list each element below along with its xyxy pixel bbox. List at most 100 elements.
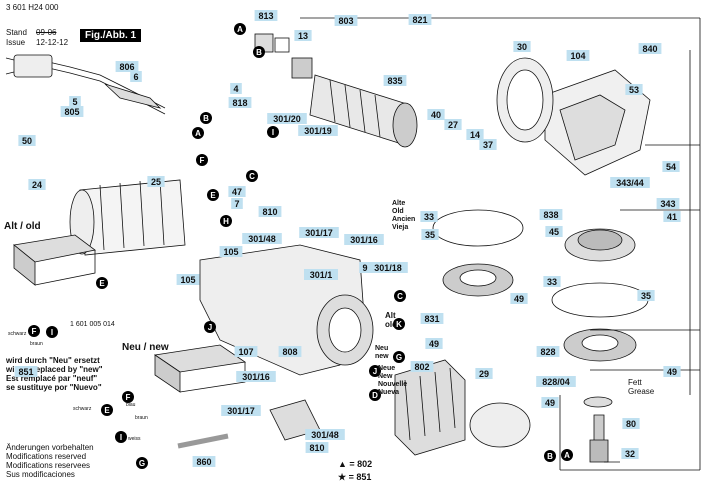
svg-text:5: 5 <box>72 97 77 107</box>
svg-text:C: C <box>397 292 403 301</box>
part-label-49a: 49 <box>510 293 528 304</box>
part-label-301-20: 301/20 <box>267 113 307 124</box>
svg-text:301/16: 301/16 <box>350 235 378 245</box>
alt-old-heading: Alt / old <box>4 221 41 232</box>
svg-text:835: 835 <box>387 76 402 86</box>
part-label-301-48a: 301/48 <box>242 233 282 244</box>
svg-text:301/48: 301/48 <box>248 234 276 244</box>
part-label-813: 813 <box>254 10 278 21</box>
svg-text:301/18: 301/18 <box>374 263 402 273</box>
svg-text:828: 828 <box>540 347 555 357</box>
legend-triangle: ▲ = 802 <box>338 459 373 469</box>
part-label-851: 851 <box>14 366 38 377</box>
svg-text:49: 49 <box>667 367 677 377</box>
svg-text:105: 105 <box>223 247 238 257</box>
connector-letter-g: G <box>136 457 148 469</box>
svg-text:24: 24 <box>32 180 42 190</box>
part-label-40: 40 <box>427 109 445 120</box>
connector-letter-a: A <box>561 449 573 461</box>
changes-note: Änderungen vorbehalten Modifications res… <box>6 443 94 479</box>
part-label-107: 107 <box>234 346 258 357</box>
svg-text:301/16: 301/16 <box>242 372 270 382</box>
part-label-835: 835 <box>383 75 407 86</box>
svg-text:828/04: 828/04 <box>542 377 570 387</box>
svg-text:E: E <box>104 406 110 415</box>
svg-text:40: 40 <box>431 110 441 120</box>
svg-text:838: 838 <box>543 210 558 220</box>
svg-text:E: E <box>99 279 105 288</box>
part-label-47: 47 <box>228 186 246 197</box>
part-label-301-1: 301/1 <box>304 269 338 280</box>
neu-new-heading: Neu / new <box>122 342 169 353</box>
svg-text:29: 29 <box>479 369 489 379</box>
part-label-301-19: 301/19 <box>298 125 338 136</box>
part-label-343: 343 <box>656 198 680 209</box>
svg-text:104: 104 <box>570 51 585 61</box>
part-label-343-44: 343/44 <box>610 177 650 188</box>
svg-text:818: 818 <box>232 98 247 108</box>
part-label-840: 840 <box>638 43 662 54</box>
part-label-80: 80 <box>622 418 640 429</box>
svg-text:A: A <box>237 25 243 34</box>
svg-text:27: 27 <box>448 120 458 130</box>
part-label-301-48b: 301/48 <box>305 429 345 440</box>
svg-text:810: 810 <box>262 207 277 217</box>
part-label-838: 838 <box>539 209 563 220</box>
part-label-6: 6 <box>130 71 142 82</box>
part-label-35a: 35 <box>421 229 439 240</box>
svg-text:A: A <box>195 129 201 138</box>
connector-letter-f: F <box>122 391 134 403</box>
part-label-49b: 49 <box>425 338 443 349</box>
part-label-810a: 810 <box>258 206 282 217</box>
part-label-301-16a: 301/16 <box>344 234 384 245</box>
part-label-831: 831 <box>420 313 444 324</box>
svg-text:37: 37 <box>483 140 493 150</box>
svg-text:343/44: 343/44 <box>616 178 644 188</box>
connector-letter-i: I <box>46 326 58 338</box>
svg-text:J: J <box>208 323 212 332</box>
svg-text:840: 840 <box>642 44 657 54</box>
svg-text:G: G <box>139 459 145 468</box>
part-label-53: 53 <box>625 84 643 95</box>
svg-text:805: 805 <box>64 107 79 117</box>
svg-text:851: 851 <box>18 367 33 377</box>
svg-text:4: 4 <box>233 84 238 94</box>
svg-text:J: J <box>373 367 377 376</box>
svg-text:49: 49 <box>429 339 439 349</box>
svg-text:80: 80 <box>626 419 636 429</box>
part-label-24: 24 <box>28 179 46 190</box>
part-label-105a: 105 <box>219 246 243 257</box>
part-label-5: 5 <box>69 96 81 107</box>
legend-star: ★ = 851 <box>338 472 372 482</box>
part-label-810b: 810 <box>305 442 329 453</box>
part-label-105b: 105 <box>176 274 200 285</box>
svg-text:831: 831 <box>424 314 439 324</box>
svg-text:813: 813 <box>258 11 273 21</box>
note-schwarz: schwarz <box>8 331 27 337</box>
svg-text:105: 105 <box>180 275 195 285</box>
part-label-301-17a: 301/17 <box>299 227 339 238</box>
svg-text:B: B <box>203 114 209 123</box>
part-label-7: 7 <box>231 198 243 209</box>
connector-letter-d: D <box>369 389 381 401</box>
svg-text:107: 107 <box>238 347 253 357</box>
note-blau: blau <box>126 402 136 408</box>
part-label-803: 803 <box>334 15 358 26</box>
svg-text:A: A <box>564 451 570 460</box>
svg-text:343: 343 <box>660 199 675 209</box>
svg-text:6: 6 <box>133 72 138 82</box>
svg-text:41: 41 <box>667 212 677 222</box>
svg-text:802: 802 <box>414 362 429 372</box>
part-label-41: 41 <box>663 211 681 222</box>
svg-text:H: H <box>223 217 229 226</box>
svg-text:47: 47 <box>232 187 242 197</box>
svg-text:7: 7 <box>234 199 239 209</box>
part-label-828: 828 <box>536 346 560 357</box>
part-label-25: 25 <box>147 176 165 187</box>
connector-letter-a: A <box>234 23 246 35</box>
part-label-818: 818 <box>228 97 252 108</box>
